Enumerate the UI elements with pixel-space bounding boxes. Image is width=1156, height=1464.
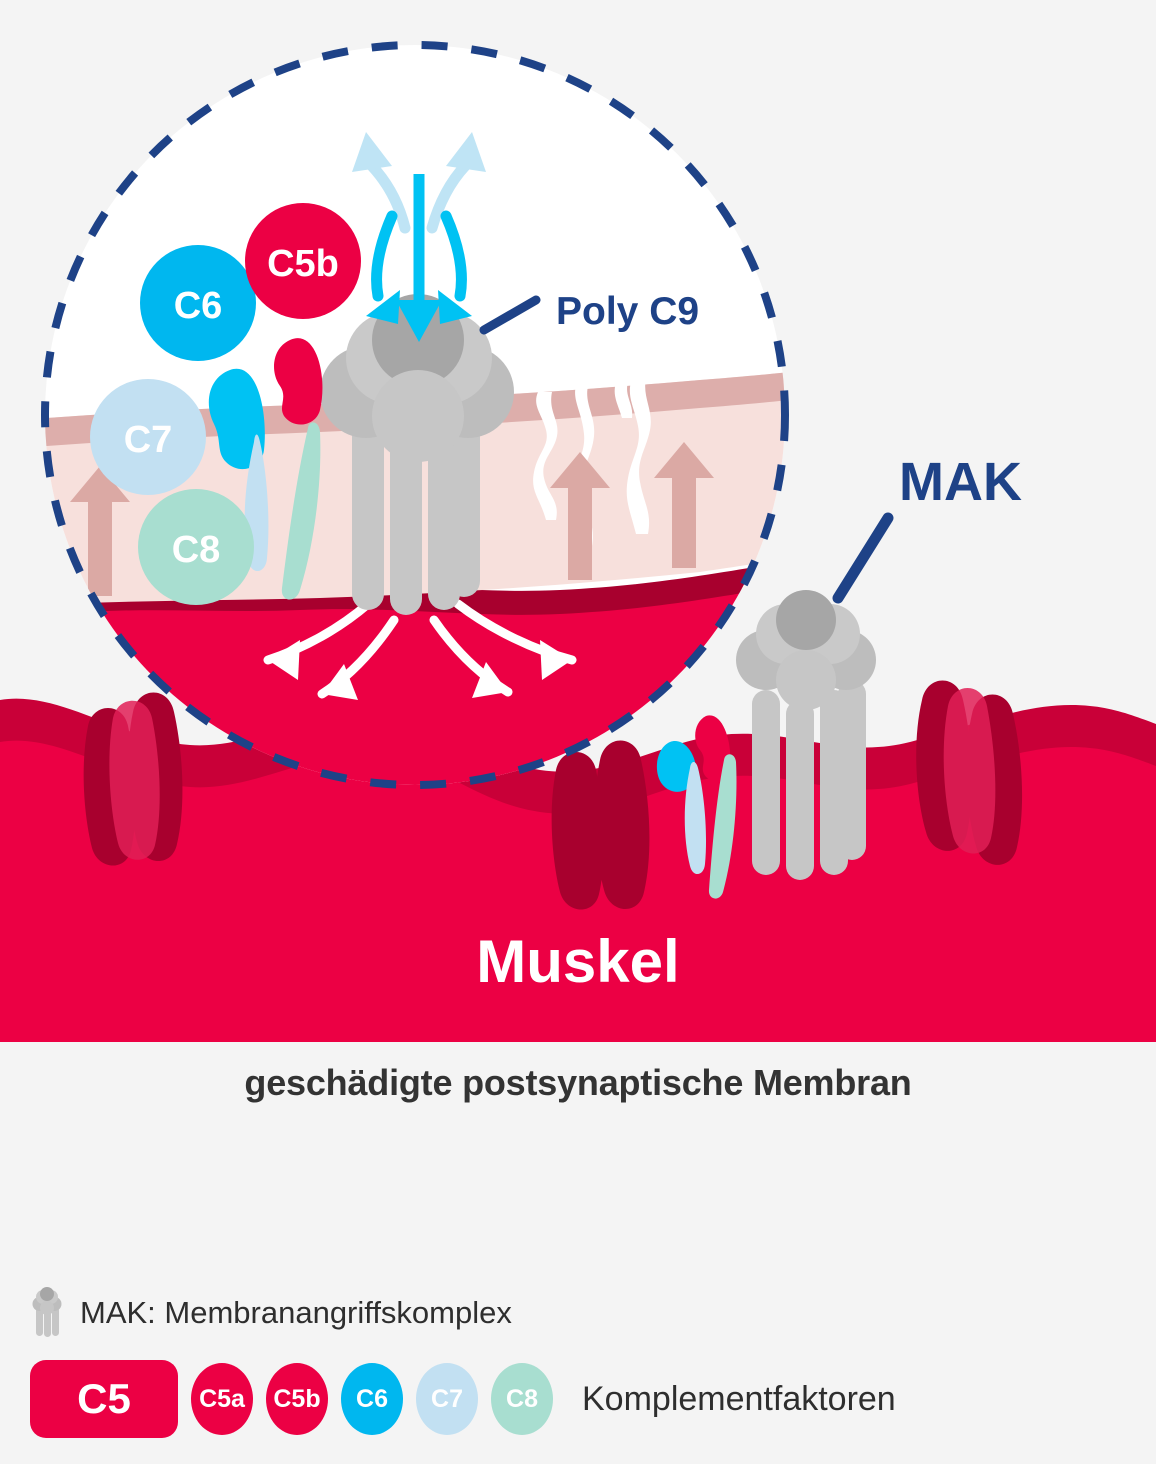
complement-bubble-c7-label: C7 <box>124 419 173 461</box>
complement-bubble-c6-label: C6 <box>174 285 223 327</box>
complement-bubble-c5b: C5b <box>245 203 361 319</box>
illustration-stage: C7 C8 C6 C5b <box>0 41 1156 1042</box>
muscle-folds-left <box>83 692 183 866</box>
complement-assembly-right <box>656 715 737 899</box>
legend-badge-c7: C7 <box>416 1363 478 1435</box>
muskel-label: Muskel <box>476 928 679 995</box>
legend-badge-c5b: C5b <box>266 1363 328 1435</box>
magnifier-circle-border <box>41 41 789 789</box>
legend-row-mak: MAK: Membranangriffskomplex <box>0 1282 1156 1344</box>
complement-bubble-c8-label: C8 <box>172 529 221 571</box>
callout-mak-label: MAK <box>899 452 1022 512</box>
page-caption: geschädigte postsynaptische Membran <box>244 1062 912 1103</box>
membrane-damage-arrows <box>70 442 714 596</box>
legend: MAK: Membranangriffskomplex C5 C5a C5b C… <box>0 1282 1156 1438</box>
ion-influx-arrows <box>352 132 486 342</box>
legend-factors-text: Komplementfaktoren <box>582 1379 896 1418</box>
legend-badge-c5a: C5a <box>191 1363 253 1435</box>
mak-pore-right <box>736 590 876 880</box>
callout-poly-c9: Poly C9 <box>479 290 699 335</box>
muscle-folds-center <box>551 740 650 910</box>
legend-mak-text: MAK: Membranangriffskomplex <box>80 1295 512 1330</box>
ion-flow-arrowheads <box>268 640 572 700</box>
poly-c9-leader-line <box>479 295 541 335</box>
callout-mak: MAK <box>832 452 1022 604</box>
legend-badge-c6: C6 <box>341 1363 403 1435</box>
mak-leader-line <box>832 512 894 604</box>
muscle-folds-right <box>916 680 1023 865</box>
callout-poly-c9-label: Poly C9 <box>556 290 699 333</box>
mak-pore-icon <box>32 1287 62 1337</box>
legend-row-factors: C5 C5a C5b C6 C7 C8 Komplementfaktoren <box>0 1360 1156 1438</box>
complement-bubble-c7: C7 <box>90 379 206 495</box>
legend-badge-c8: C8 <box>491 1363 553 1435</box>
complement-bubble-c8: C8 <box>138 489 254 605</box>
legend-badge-c5: C5 <box>30 1360 178 1438</box>
complement-bubble-c6: C6 <box>140 245 256 361</box>
complement-bubble-c5b-label: C5b <box>267 243 339 285</box>
